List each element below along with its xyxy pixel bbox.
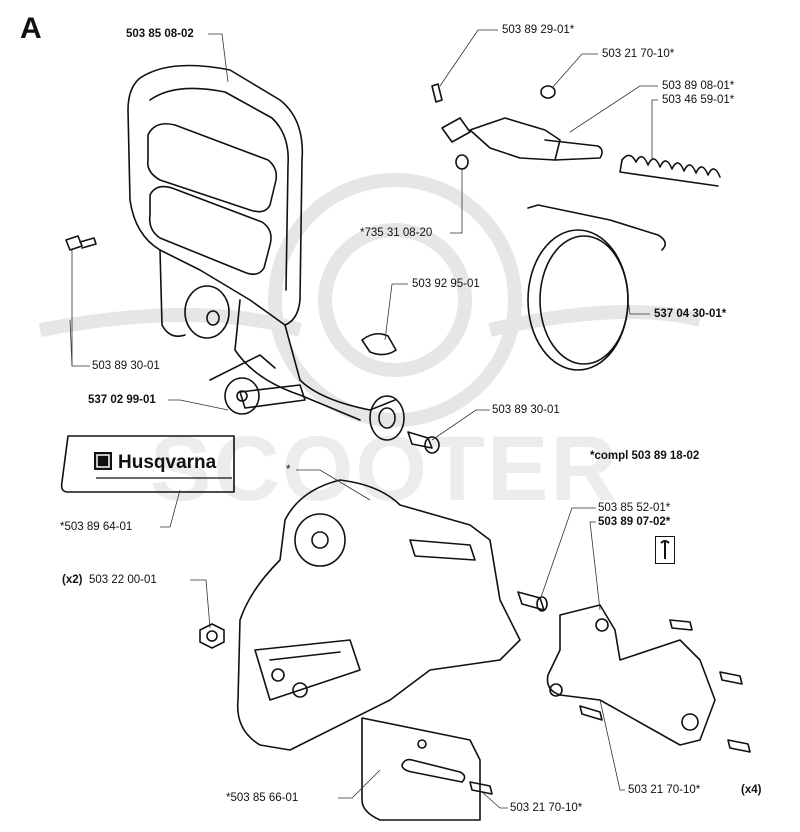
label-screw-right: 503 89 30-01 <box>492 404 560 416</box>
hand-guard-part <box>127 64 405 441</box>
lever-part <box>184 285 306 415</box>
logo-mark <box>94 452 232 479</box>
label-hand-guard: 503 85 08-02 <box>126 28 194 40</box>
tensioner-part <box>441 85 603 170</box>
pin-part <box>431 83 443 103</box>
label-pin: 503 89 29-01* <box>502 24 575 36</box>
label-sleeve: 503 85 52-01* <box>598 502 671 514</box>
label-decal: *503 89 64-01 <box>60 521 133 533</box>
label-band-clip: 503 92 95-01 <box>412 278 480 290</box>
bottom-screw-part <box>469 781 493 795</box>
clutch-cover-part <box>236 479 521 751</box>
cover-screws-part <box>579 619 751 753</box>
label-screw-left: 503 89 30-01 <box>92 360 160 372</box>
spring-part <box>619 154 721 187</box>
brake-band-part <box>527 204 666 371</box>
leader-lines <box>69 29 658 809</box>
sleeve-part <box>517 591 548 612</box>
label-screw-bottom: 503 21 70-10* <box>510 802 583 814</box>
chain-cover-part <box>546 604 716 746</box>
screw-right-part <box>407 431 440 454</box>
label-screw-x4: 503 21 70-10* <box>628 784 701 796</box>
label-qty-x4: (x4) <box>741 784 762 796</box>
label-lever: 537 02 99-01 <box>88 394 156 406</box>
label-screw-top: 503 21 70-10* <box>602 48 675 60</box>
logo-text: Husqvarna <box>118 452 217 473</box>
tool-icon <box>655 536 675 564</box>
nut-part <box>199 623 225 649</box>
band-clip-part <box>361 332 397 356</box>
section-letter: A <box>20 12 42 45</box>
screw-left-part <box>65 235 97 251</box>
guide-plate-part <box>361 717 481 821</box>
label-tensioner: 503 89 08-01* <box>662 80 735 92</box>
label-compl: *compl 503 89 18-02 <box>590 450 700 462</box>
label-brake-band: 537 04 30-01* <box>654 308 727 320</box>
label-washer: *735 31 08-20 <box>360 227 433 239</box>
decal-outline <box>60 435 235 493</box>
label-asterisk: * <box>286 464 291 476</box>
label-nut-qty: (x2) <box>62 574 83 586</box>
label-plate: *503 85 66-01 <box>226 792 299 804</box>
label-cover-part: 503 89 07-02* <box>598 516 671 528</box>
label-nut: 503 22 00-01 <box>89 574 157 586</box>
label-spring: 503 46 59-01* <box>662 94 735 106</box>
